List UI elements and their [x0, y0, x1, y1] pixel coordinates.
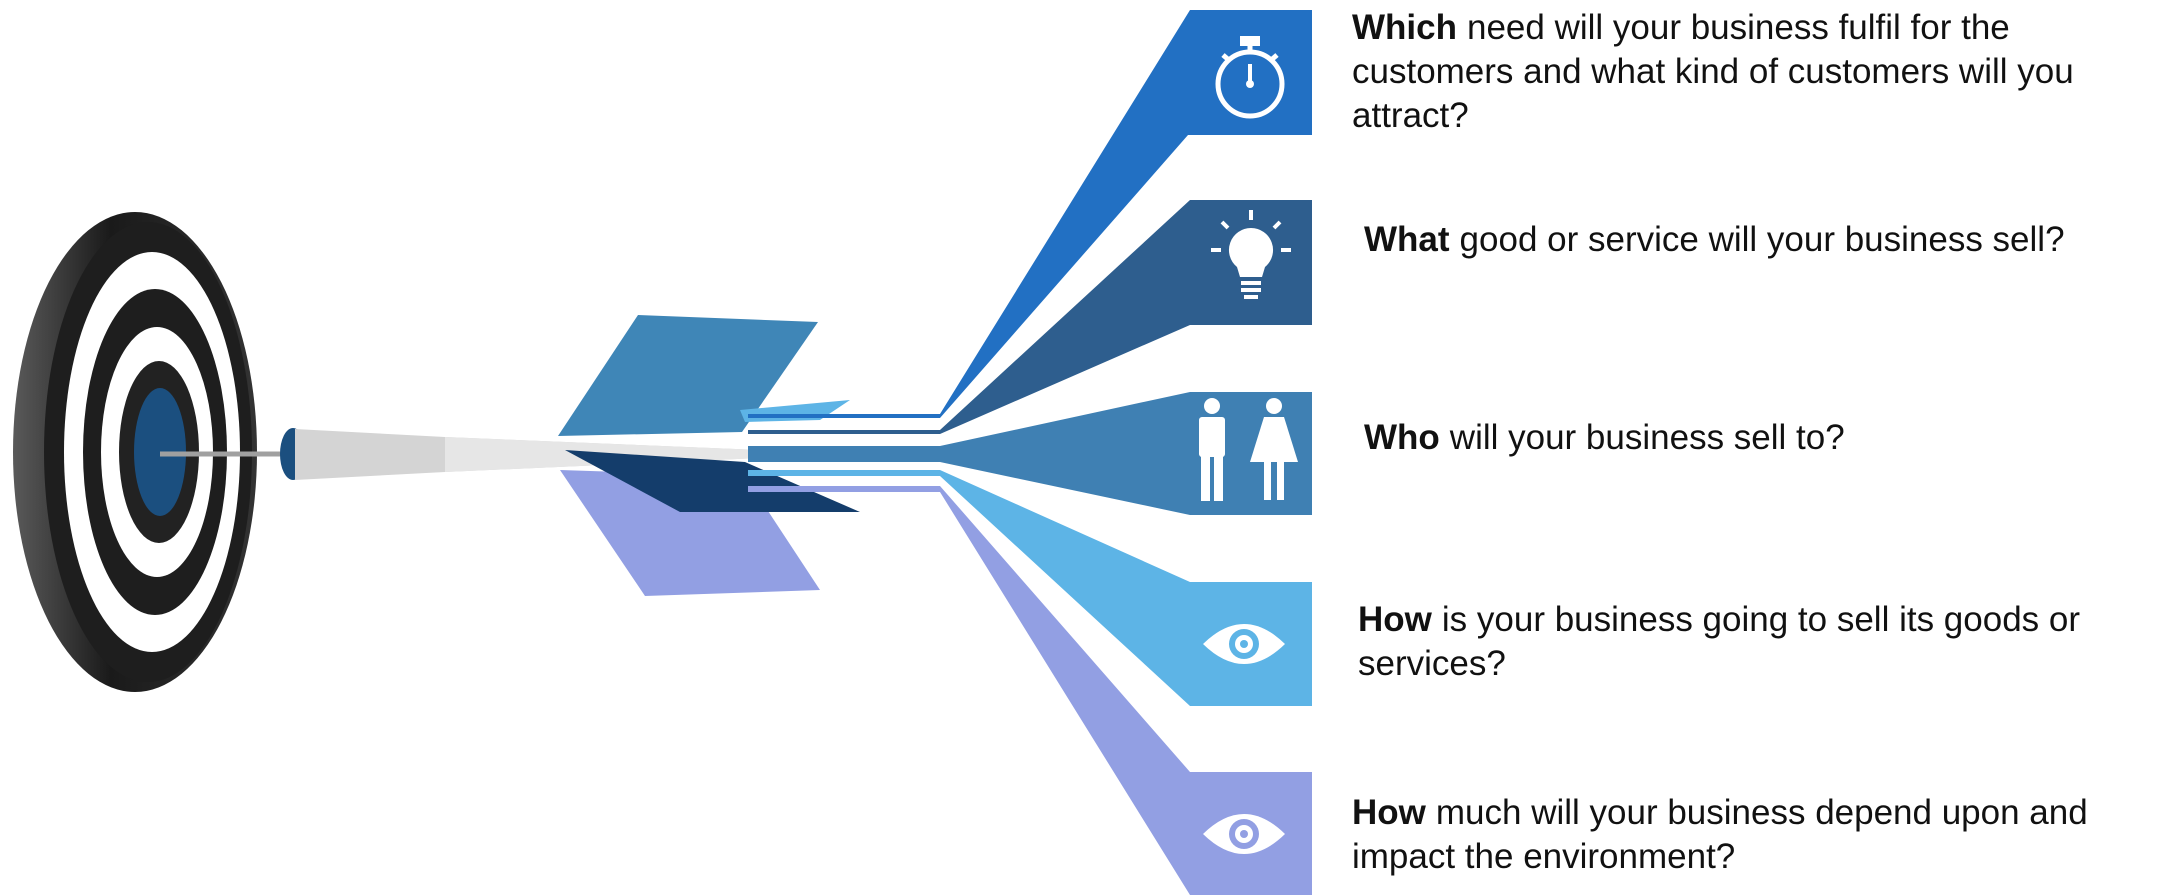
- item-lead: Who: [1364, 418, 1440, 457]
- target-board: [13, 212, 257, 692]
- item-lead: Which: [1352, 8, 1457, 47]
- people-icon: [1199, 398, 1298, 501]
- item-lead: How: [1352, 793, 1426, 832]
- item-description: much will your business depend upon and …: [1352, 793, 2088, 876]
- lightbulb-icon: [1211, 210, 1291, 299]
- wedge-3: [748, 392, 1190, 515]
- item-lead: How: [1358, 600, 1432, 639]
- wedge-1: [748, 10, 1190, 418]
- stopwatch-icon: [1215, 36, 1285, 119]
- item-description: good or service will your business sell?: [1459, 220, 2065, 259]
- connector-wedges: [748, 10, 1190, 895]
- item-description: need will your business fulfil for the c…: [1352, 8, 2074, 135]
- item-lead: What: [1364, 220, 1450, 259]
- wedge-2: [748, 200, 1190, 434]
- dart-fin-dark: [565, 450, 860, 512]
- item-description: will your business sell to?: [1449, 418, 1845, 457]
- dart-fin-top: [558, 315, 818, 436]
- item-description: is your business going to sell its goods…: [1358, 600, 2081, 683]
- wedge-4: [748, 470, 1190, 706]
- eye-icon: [1203, 814, 1285, 854]
- eye-icon: [1203, 624, 1285, 664]
- wedge-5: [748, 486, 1190, 895]
